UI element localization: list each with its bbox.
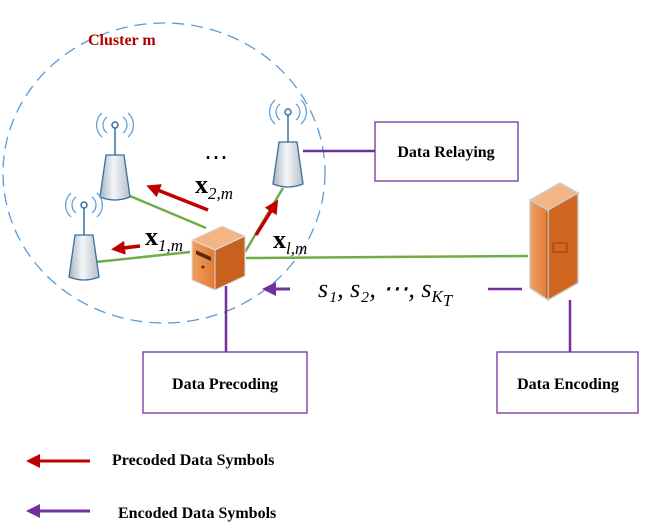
x1m-label: x1,m bbox=[145, 222, 183, 255]
data-relaying-box: Data Relaying bbox=[374, 121, 519, 182]
antenna-tower-icon bbox=[269, 99, 307, 188]
legend-precoded: Precoded Data Symbols bbox=[112, 452, 274, 469]
data-encoding-box: Data Encoding bbox=[496, 351, 639, 414]
cluster-boundary bbox=[2, 22, 326, 324]
precoded-arrow-x1 bbox=[111, 240, 141, 255]
encoding-server-icon bbox=[528, 182, 580, 302]
encoded-sequence-label: s₁, s₂, ⋯, sKT bbox=[318, 274, 454, 310]
antenna-tower-icon bbox=[65, 192, 103, 281]
dots-label: ⋯ bbox=[204, 145, 228, 171]
legend-encoded: Encoded Data Symbols bbox=[118, 505, 276, 522]
svg-text:Data Precoding: Data Precoding bbox=[172, 376, 278, 393]
xlm-label: xl,m bbox=[273, 225, 307, 258]
svg-text:Data Relaying: Data Relaying bbox=[397, 144, 494, 161]
cluster-label: Cluster m bbox=[88, 32, 156, 49]
precoding-server-icon bbox=[190, 225, 247, 291]
svg-text:Data Encoding: Data Encoding bbox=[517, 376, 619, 393]
x2m-label: x2,m bbox=[195, 170, 233, 203]
precoded-arrow-x2 bbox=[146, 184, 209, 212]
precoded-arrow-xl bbox=[254, 199, 279, 236]
antenna-tower-icon bbox=[96, 112, 134, 201]
legend: Precoded Data Symbols Encoded Data Symbo… bbox=[26, 452, 276, 522]
purple-links bbox=[224, 149, 572, 352]
data-precoding-box: Data Precoding bbox=[142, 351, 308, 414]
